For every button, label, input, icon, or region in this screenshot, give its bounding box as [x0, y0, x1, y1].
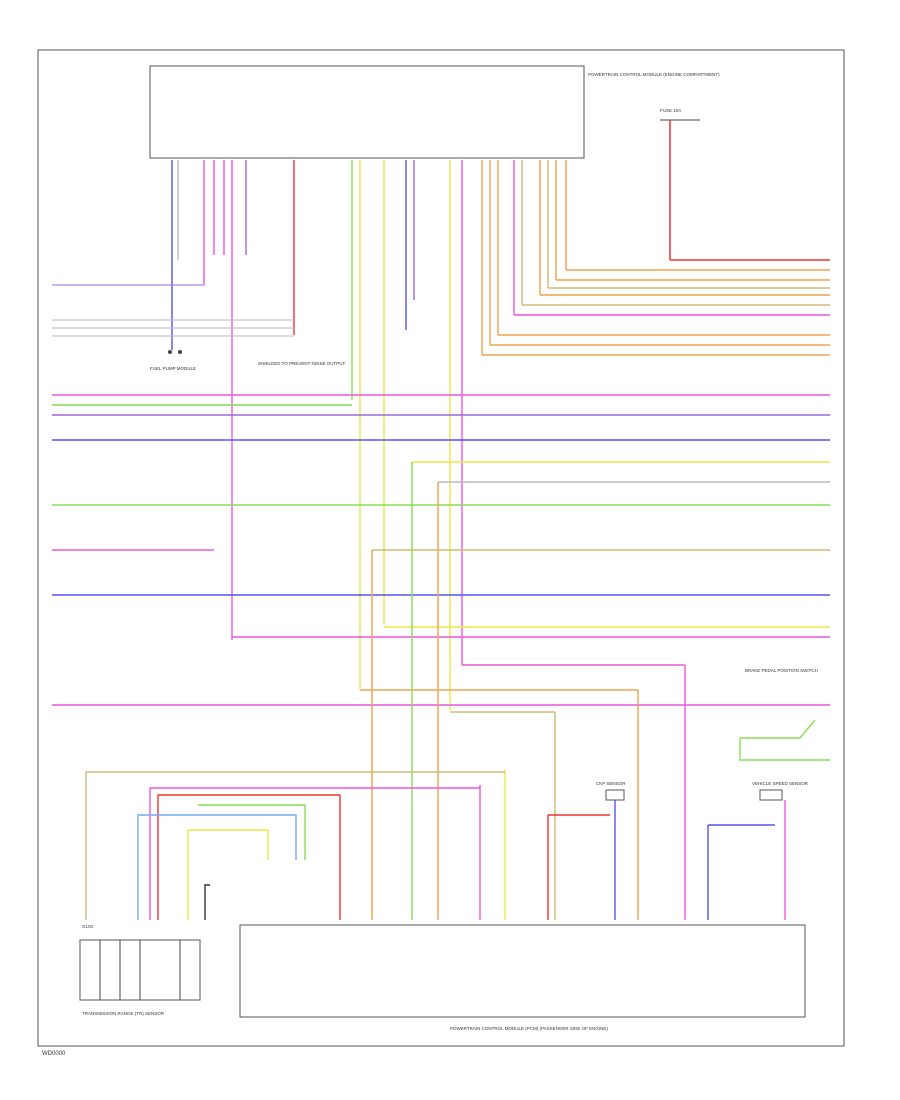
- fuse-block: FUSE 10A: [660, 108, 700, 260]
- ground-label: G100: [82, 924, 94, 929]
- left-stub-wires: [52, 284, 294, 337]
- bottom-pcm: POWERTRAIN CONTROL MODULE (PCM) (PASSENG…: [239, 924, 806, 1031]
- top-module-label: POWERTRAIN CONTROL MODULE (ENGINE COMPAR…: [588, 72, 720, 77]
- right-bundle-wires: [482, 259, 830, 356]
- bottom-vertical-wires: [339, 462, 786, 920]
- fuel-pump-connector: FUEL PUMP MODULE: [150, 350, 196, 371]
- transmission-range-sensor: TRANSMISSION RANGE (TR) SENSOR: [79, 939, 201, 1016]
- pcm-bottom-label: POWERTRAIN CONTROL MODULE (PCM) (PASSENG…: [450, 1026, 608, 1031]
- top-vertical-wires: [171, 160, 567, 710]
- diagram-frame: [37, 49, 845, 1047]
- page-label: WD0000: [42, 1051, 66, 1057]
- top-module: POWERTRAIN CONTROL MODULE (ENGINE COMPAR…: [149, 65, 720, 159]
- right-components: BRAKE PEDAL POSITION SWITCH VEHICLE SPEE…: [596, 668, 830, 801]
- trans-range-label: TRANSMISSION RANGE (TR) SENSOR: [82, 1011, 165, 1016]
- trans-wires: [85, 771, 505, 920]
- ckp-label: CKP SENSOR: [596, 781, 626, 786]
- fuse-label: FUSE 10A: [660, 108, 681, 113]
- shielded-note: SHIELDED TO PREVENT NOISE OUTPUT: [258, 361, 346, 366]
- brake-switch-label: BRAKE PEDAL POSITION SWITCH: [745, 668, 818, 673]
- long-horizontal-wires: [52, 394, 830, 706]
- fuel-pump-label: FUEL PUMP MODULE: [150, 366, 196, 371]
- vss-label: VEHICLE SPEED SENSOR: [752, 781, 809, 786]
